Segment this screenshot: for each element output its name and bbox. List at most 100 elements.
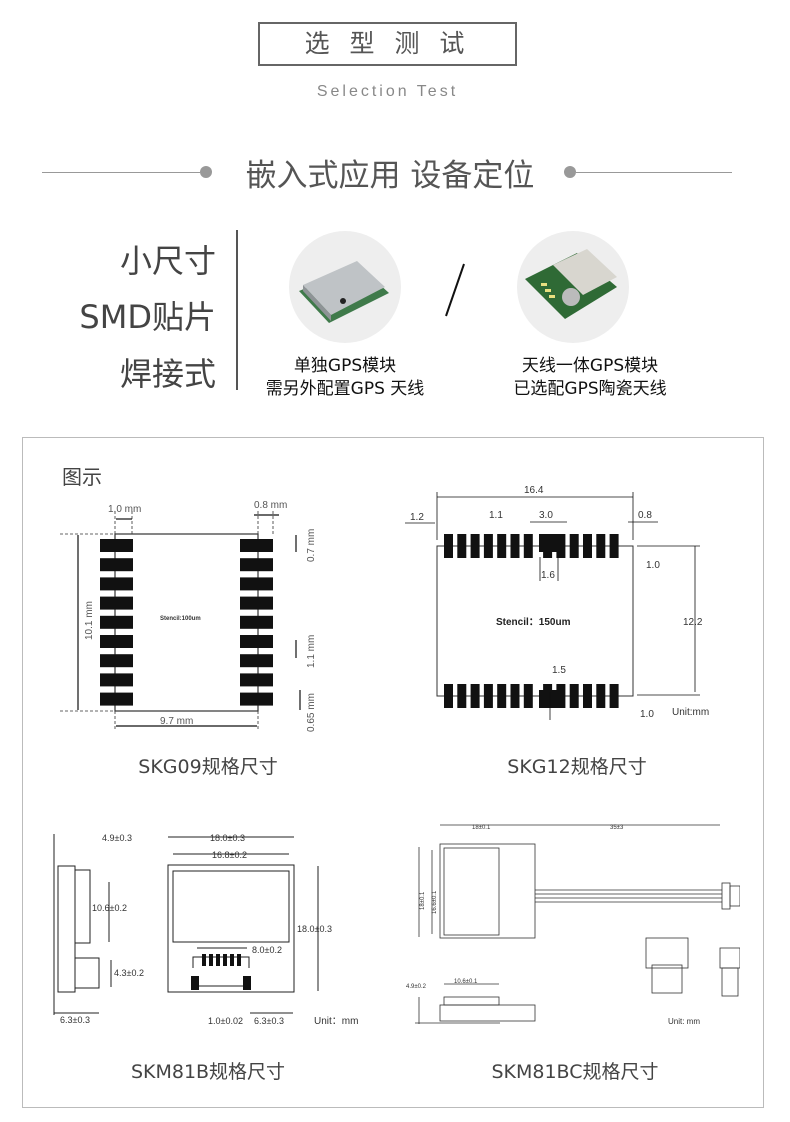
- skm81b-dim-pin-pitch: 1.0±0.02: [208, 1016, 243, 1026]
- skm81b-dim-antenna-height: 10.6±0.2: [92, 903, 127, 913]
- section-subtitle: Selection Test: [316, 83, 459, 100]
- solder-pad: [497, 534, 507, 558]
- dot-right: [564, 166, 576, 178]
- feature-smd: SMD贴片: [79, 298, 216, 336]
- solder-pad: [240, 673, 273, 687]
- slash-separator: [443, 262, 467, 322]
- panel-title: 图示: [62, 465, 102, 489]
- solder-pad: [596, 534, 606, 558]
- skm81b-dim-width: 18.0±0.3: [210, 833, 245, 843]
- option-standalone-line1: 单独GPS模块: [293, 356, 397, 376]
- skg09-dim-width: 9.7 mm: [160, 716, 193, 727]
- solder-pad: [100, 692, 133, 706]
- option-integrated-line2: 已选配GPS陶瓷天线: [513, 379, 667, 399]
- skm81bc-dim-antenna-width: 10.6±0.1: [454, 979, 478, 985]
- skm81b-drawing: 4.9±0.3 10.6±0.2 4.3±0.2 6.3±0.3 18.0±0.…: [53, 833, 358, 1027]
- solder-pad: [583, 684, 592, 708]
- skg12-dim-height: 12.2: [683, 617, 703, 628]
- skm81b-unit: Unit：mm: [314, 1016, 358, 1027]
- solder-pad: [100, 635, 133, 648]
- skg12-dim-pad: 0.8: [638, 510, 652, 521]
- solder-pad: [240, 558, 273, 572]
- diagram-panel: [22, 437, 764, 1108]
- skg12-dim-bottom-pad: 1.5: [552, 665, 566, 676]
- skm81bc-dim-height: 18±0.1: [420, 891, 426, 910]
- solder-pad: [483, 534, 493, 558]
- solder-pad: [457, 534, 467, 558]
- solder-pad: [510, 534, 520, 558]
- solder-pad: [470, 534, 480, 558]
- feature-small-size: 小尺寸: [119, 242, 216, 280]
- solder-pad: [100, 558, 133, 572]
- skg09-stencil: Stencil:100um: [160, 616, 201, 622]
- antenna-gps-module-image: [517, 231, 629, 343]
- skg09-dim-edge: 0.65 mm: [306, 693, 317, 732]
- solder-pad: [539, 534, 558, 552]
- divider-left: [42, 172, 200, 173]
- solder-pad: [444, 534, 453, 558]
- solder-pad: [444, 684, 453, 708]
- skg12-dim-pad-height: 1.0: [646, 560, 660, 571]
- solder-pad: [523, 684, 533, 708]
- skm81bc-dim-width: 18±0.1: [472, 825, 491, 831]
- solder-pad: [596, 684, 606, 708]
- solder-pad: [240, 615, 273, 629]
- divider-right: [576, 172, 732, 173]
- solder-pad: [240, 692, 273, 706]
- skg12-dim-center: 3.0: [539, 510, 553, 521]
- skm81bc-dim-thickness: 4.9±0.2: [406, 984, 427, 990]
- skm81bc-unit: Unit: mm: [668, 1017, 700, 1026]
- skg12-dim-pitch: 1.1: [489, 510, 503, 521]
- solder-pad: [523, 534, 533, 558]
- section-title: 选 型 测 试: [258, 22, 517, 66]
- skm81b-dim-connector-height: 4.3±0.2: [114, 968, 144, 978]
- option-integrated-caption: 天线一体GPS模块 已选配GPS陶瓷天线: [490, 355, 690, 401]
- skg12-stencil: Stencil：150um: [496, 617, 571, 628]
- option-integrated-line1: 天线一体GPS模块: [521, 356, 659, 376]
- skg12-dim-center-pad: 1.6: [541, 570, 555, 581]
- solder-pad: [470, 684, 480, 708]
- solder-pad: [100, 673, 133, 687]
- skg12-dim-bottom: 1.0: [640, 709, 654, 720]
- solder-pad: [609, 534, 619, 558]
- solder-pad: [497, 684, 507, 708]
- skg09-dim-pad-offset: 0.8 mm: [254, 500, 287, 511]
- skm81b-dim-module-depth: 4.9±0.3: [102, 833, 132, 843]
- solder-pad: [100, 577, 133, 591]
- skg09-caption: SKG09规格尺寸: [138, 756, 278, 778]
- solder-pad: [539, 690, 558, 708]
- solder-pad: [457, 684, 467, 708]
- dot-left: [200, 166, 212, 178]
- skg12-dim-length: 16.4: [524, 485, 544, 496]
- solder-pad: [240, 539, 273, 552]
- solder-pad: [100, 615, 133, 629]
- skm81b-dim-connector-width: 8.0±0.2: [252, 945, 282, 955]
- skm81bc-dim-antenna-height: 16.6±0.1: [432, 890, 438, 914]
- skg09-dim-pad-height: 0.7 mm: [306, 529, 317, 562]
- skm81b-caption: SKM81B规格尺寸: [130, 1061, 286, 1083]
- feature-solder: 焊接式: [119, 355, 216, 393]
- skm81b-dim-connector-offset: 6.3±0.3: [254, 1016, 284, 1026]
- solder-pad: [240, 596, 273, 610]
- solder-pad: [609, 684, 619, 708]
- solder-pad: [240, 635, 273, 648]
- solder-pad: [483, 684, 493, 708]
- skg09-drawing: 1.0 mm 0.8 mm 0.7 mm 10.1 mm 1.1 mm 0.65…: [60, 500, 317, 732]
- feature-divider: [236, 230, 238, 390]
- solder-pad: [240, 577, 273, 591]
- solder-pad: [556, 684, 566, 708]
- solder-pad: [100, 596, 133, 610]
- solder-pad: [556, 534, 566, 558]
- solder-pad: [100, 654, 133, 668]
- skg12-caption: SKG12规格尺寸: [507, 756, 647, 778]
- skg09-dim-height: 10.1 mm: [84, 601, 95, 640]
- option-standalone-line2: 需另外配置GPS 天线: [265, 379, 425, 399]
- gps-module-image: [289, 231, 401, 343]
- skg12-unit: Unit:mm: [672, 707, 709, 718]
- solder-pad: [583, 534, 592, 558]
- option-standalone-caption: 单独GPS模块 需另外配置GPS 天线: [245, 355, 445, 401]
- skm81bc-caption: SKM81BC规格尺寸: [491, 1061, 659, 1083]
- skm81b-dim-height: 18.0±0.3: [297, 924, 332, 934]
- skm81bc-drawing: 18±0.1 35±3 18±0.1 16.6±0.1 10.6±0.1 4.9…: [406, 824, 740, 1026]
- solder-pad: [510, 684, 520, 708]
